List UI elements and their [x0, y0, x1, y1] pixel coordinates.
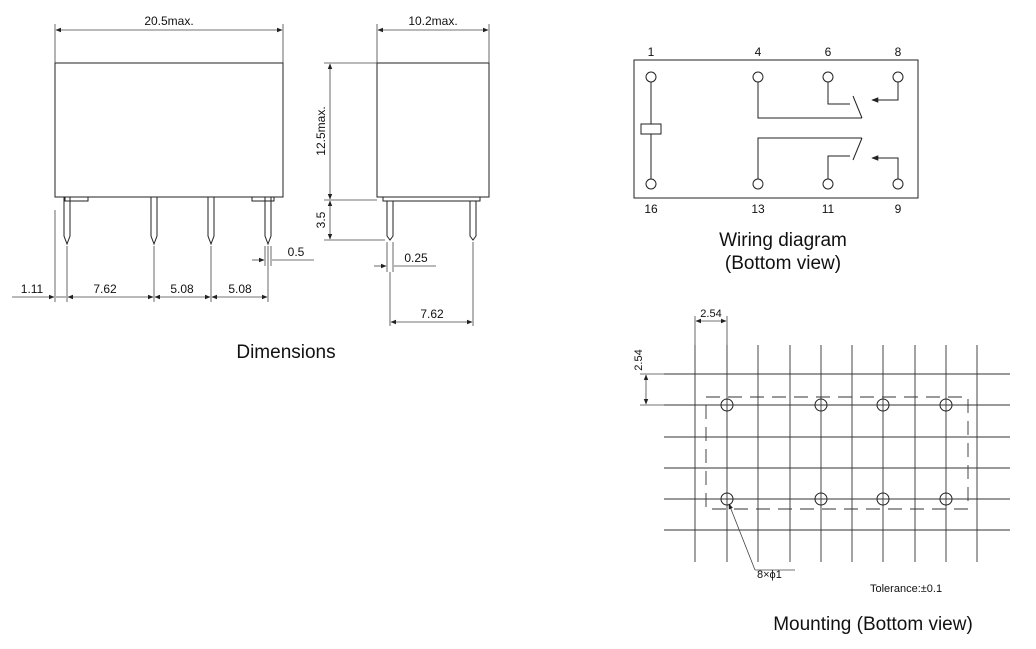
- side-view: 10.2max. 12.5max. 3.5 0.25 7.62: [314, 14, 490, 326]
- mounting-holes: [720, 398, 953, 506]
- grid-x-label: 2.54: [700, 308, 721, 320]
- pin-width-label: 0.5: [288, 245, 305, 259]
- footprint-outline: [705, 396, 969, 510]
- wiring-pin-1: [645, 71, 657, 83]
- upper-common-lead: [757, 82, 862, 119]
- hole-spec-label: 8×ϕ1: [757, 569, 782, 581]
- wiring-pin-8: [892, 71, 904, 83]
- pin-offset-label: 1.11: [21, 282, 44, 296]
- mounting-grid: [664, 345, 1010, 562]
- wiring-diagram: 1 4 6 8 16 13 11 9 Wiring diagram (Botto…: [633, 45, 919, 274]
- pin-label-8: 8: [895, 45, 902, 59]
- hole-8: [939, 492, 953, 506]
- hole-4: [939, 398, 953, 412]
- wiring-pin-9: [892, 178, 904, 190]
- pin-label-4: 4: [755, 45, 762, 59]
- dimensions-caption: Dimensions: [236, 342, 335, 363]
- wiring-caption-line2: (Bottom view): [725, 253, 841, 274]
- side-pin-right: [469, 201, 477, 241]
- pitch-a-label: 7.62: [93, 282, 117, 296]
- upper-no-lead: [871, 82, 899, 103]
- pitch-c-label: 5.08: [228, 282, 252, 296]
- pin-label-6: 6: [825, 45, 832, 59]
- hole-1: [720, 398, 734, 412]
- pin-length-label: 3.5: [314, 211, 328, 228]
- lower-nc-lead: [827, 155, 850, 179]
- relay-body-front: [54, 62, 284, 198]
- pin-label-9: 9: [895, 202, 902, 216]
- wiring-pin-13: [752, 178, 764, 190]
- grid-y-label: 2.54: [633, 349, 645, 370]
- hole-5: [720, 492, 734, 506]
- width-max-label: 20.5max.: [144, 14, 193, 28]
- hole-7: [876, 492, 890, 506]
- hole-6: [814, 492, 828, 506]
- lower-no-lead: [871, 155, 899, 179]
- tolerance-label: Tolerance:±0.1: [870, 583, 942, 595]
- pin-label-16: 16: [644, 202, 658, 216]
- wiring-caption-line1: Wiring diagram: [719, 230, 847, 251]
- pin-thickness-label: 0.25: [404, 251, 428, 265]
- side-pin-left: [386, 201, 394, 241]
- side-standoff: [377, 196, 489, 202]
- wiring-pin-6: [822, 71, 834, 83]
- mounting-caption: Mounting (Bottom view): [773, 614, 973, 635]
- pin-3: [207, 197, 215, 246]
- row-spacing-label: 7.62: [420, 307, 444, 321]
- body-standoffs: [55, 196, 283, 202]
- pin-4: [264, 197, 272, 246]
- pin-1: [63, 197, 71, 246]
- wiring-pin-11: [822, 178, 834, 190]
- coil-symbol: [640, 123, 662, 135]
- hole-3: [876, 398, 890, 412]
- wiring-outline: [633, 59, 919, 199]
- pin-label-1: 1: [648, 45, 655, 59]
- pin-2: [150, 197, 158, 246]
- pin-label-11: 11: [822, 202, 835, 216]
- hole-2: [814, 398, 828, 412]
- depth-max-label: 10.2max.: [408, 14, 457, 28]
- wiring-pin-16: [645, 178, 657, 190]
- mounting-diagram: 2.54 2.54 8×ϕ1 Tolerance:±0.1 Mounting (…: [633, 308, 1010, 635]
- pitch-b-label: 5.08: [170, 282, 194, 296]
- wiring-pin-4: [752, 71, 764, 83]
- lower-common-lead: [757, 137, 862, 179]
- height-max-label: 12.5max.: [314, 106, 328, 155]
- front-pins: [63, 197, 272, 246]
- relay-body-side: [376, 62, 490, 198]
- pin-label-13: 13: [751, 202, 765, 216]
- front-view: 20.5max. 1.11 7.62 5.08 5.08 0.5 Dimensi…: [12, 14, 336, 363]
- upper-nc-lead: [827, 82, 850, 105]
- upper-armature: [852, 95, 863, 119]
- lower-armature: [852, 137, 863, 161]
